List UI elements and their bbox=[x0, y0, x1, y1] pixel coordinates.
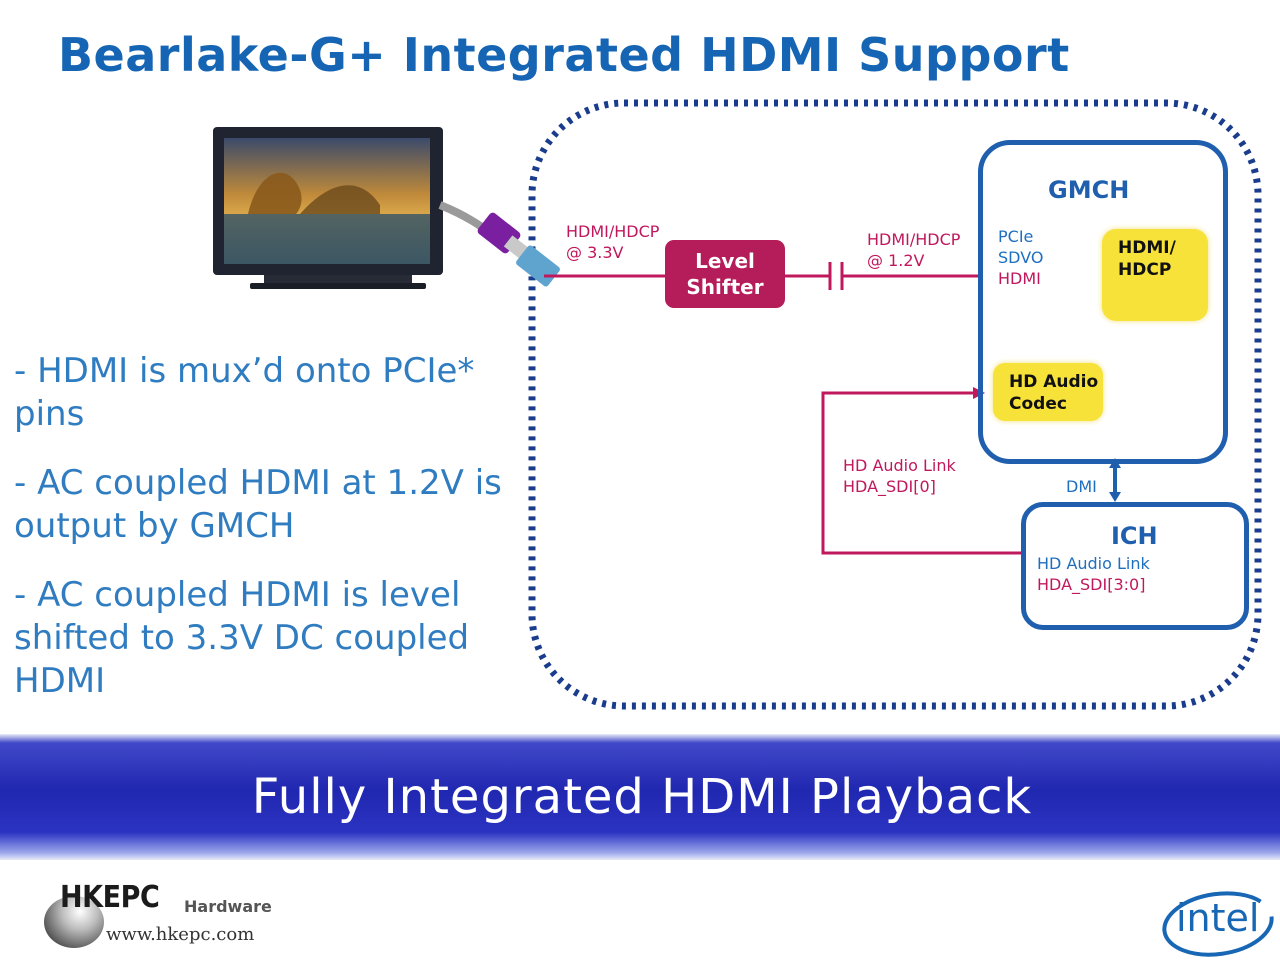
shifter-label-1: Level bbox=[695, 249, 755, 273]
gmch-ports: PCIe SDVO HDMI bbox=[998, 226, 1043, 289]
hkepc-wordmark: HKEPC bbox=[60, 880, 160, 915]
banner-text: Fully Integrated HDMI Playback bbox=[251, 769, 1033, 825]
hdmi-hdcp-label-2: HDCP bbox=[1118, 260, 1172, 280]
bullet-list: - HDMI is mux’d onto PCIe* pins - AC cou… bbox=[14, 350, 534, 729]
hkepc-hardware: Hardware bbox=[184, 897, 272, 916]
gmch-block bbox=[978, 140, 1228, 464]
connector-label: HDMI/HDCP @ 3.3V bbox=[566, 221, 659, 263]
ich-block bbox=[1021, 502, 1249, 630]
audio-link-label-1: HD Audio Link bbox=[843, 456, 956, 475]
capacitor-label-1: HDMI/HDCP bbox=[867, 230, 961, 249]
bullet-item-1: - HDMI is mux’d onto PCIe* pins bbox=[14, 351, 475, 434]
hkepc-sphere-icon bbox=[44, 896, 104, 948]
integration-boundary bbox=[528, 99, 1262, 710]
audio-codec-label-2: Codec bbox=[1009, 394, 1067, 414]
intel-logo: intel bbox=[1160, 886, 1276, 958]
bullet-item-3: - AC coupled HDMI is level shifted to 3.… bbox=[14, 575, 470, 701]
connector-label-1: HDMI/HDCP bbox=[566, 222, 660, 241]
hd-audio-link-path bbox=[821, 391, 1023, 555]
audio-codec-label-1: HD Audio bbox=[1009, 372, 1099, 392]
gmch-port-hdmi: HDMI bbox=[998, 269, 1041, 288]
hdmi-hdcp-label-1: HDMI/ bbox=[1118, 238, 1176, 258]
connector-label-2: @ 3.3V bbox=[566, 243, 624, 262]
tv-icon bbox=[213, 127, 443, 289]
shifter-label-2: Shifter bbox=[686, 275, 764, 299]
playback-banner: Fully Integrated HDMI Playback bbox=[0, 734, 1280, 860]
ich-link-labels: HD Audio Link HDA_SDI[3:0] bbox=[1037, 553, 1150, 595]
ich-link-label-2: HDA_SDI[3:0] bbox=[1037, 575, 1146, 594]
audio-link-label: HD Audio Link HDA_SDI[0] bbox=[843, 455, 956, 497]
slide-title: Bearlake-G+ Integrated HDMI Support bbox=[58, 28, 1070, 82]
hd-audio-codec-chip: HD Audio Codec bbox=[993, 363, 1103, 421]
intel-wordmark: intel bbox=[1176, 896, 1260, 940]
intel-swoosh-icon bbox=[1162, 891, 1274, 957]
ich-title: ICH bbox=[1111, 522, 1158, 550]
capacitor-label-2: @ 1.2V bbox=[867, 251, 925, 270]
bullet-item-2: - AC coupled HDMI at 1.2V is output by G… bbox=[14, 463, 502, 546]
hdmi-cable-icon bbox=[438, 201, 560, 287]
capacitor-label: HDMI/HDCP @ 1.2V bbox=[867, 229, 960, 271]
level-shifter-block: Level Shifter bbox=[665, 240, 785, 308]
gmch-title: GMCH bbox=[1048, 176, 1130, 204]
hkepc-url: www.hkepc.com bbox=[106, 924, 255, 945]
ich-link-label-1: HD Audio Link bbox=[1037, 554, 1150, 573]
hkepc-logo: HKEPC Hardware www.hkepc.com bbox=[44, 880, 284, 950]
hdmi-hdcp-chip: HDMI/ HDCP bbox=[1102, 229, 1208, 321]
gmch-port-pcie: PCIe bbox=[998, 227, 1034, 246]
dmi-label: DMI bbox=[1066, 477, 1097, 496]
gmch-port-sdvo: SDVO bbox=[998, 248, 1044, 267]
audio-link-label-2: HDA_SDI[0] bbox=[843, 477, 936, 496]
arrowhead-dmi-down bbox=[1109, 492, 1121, 502]
